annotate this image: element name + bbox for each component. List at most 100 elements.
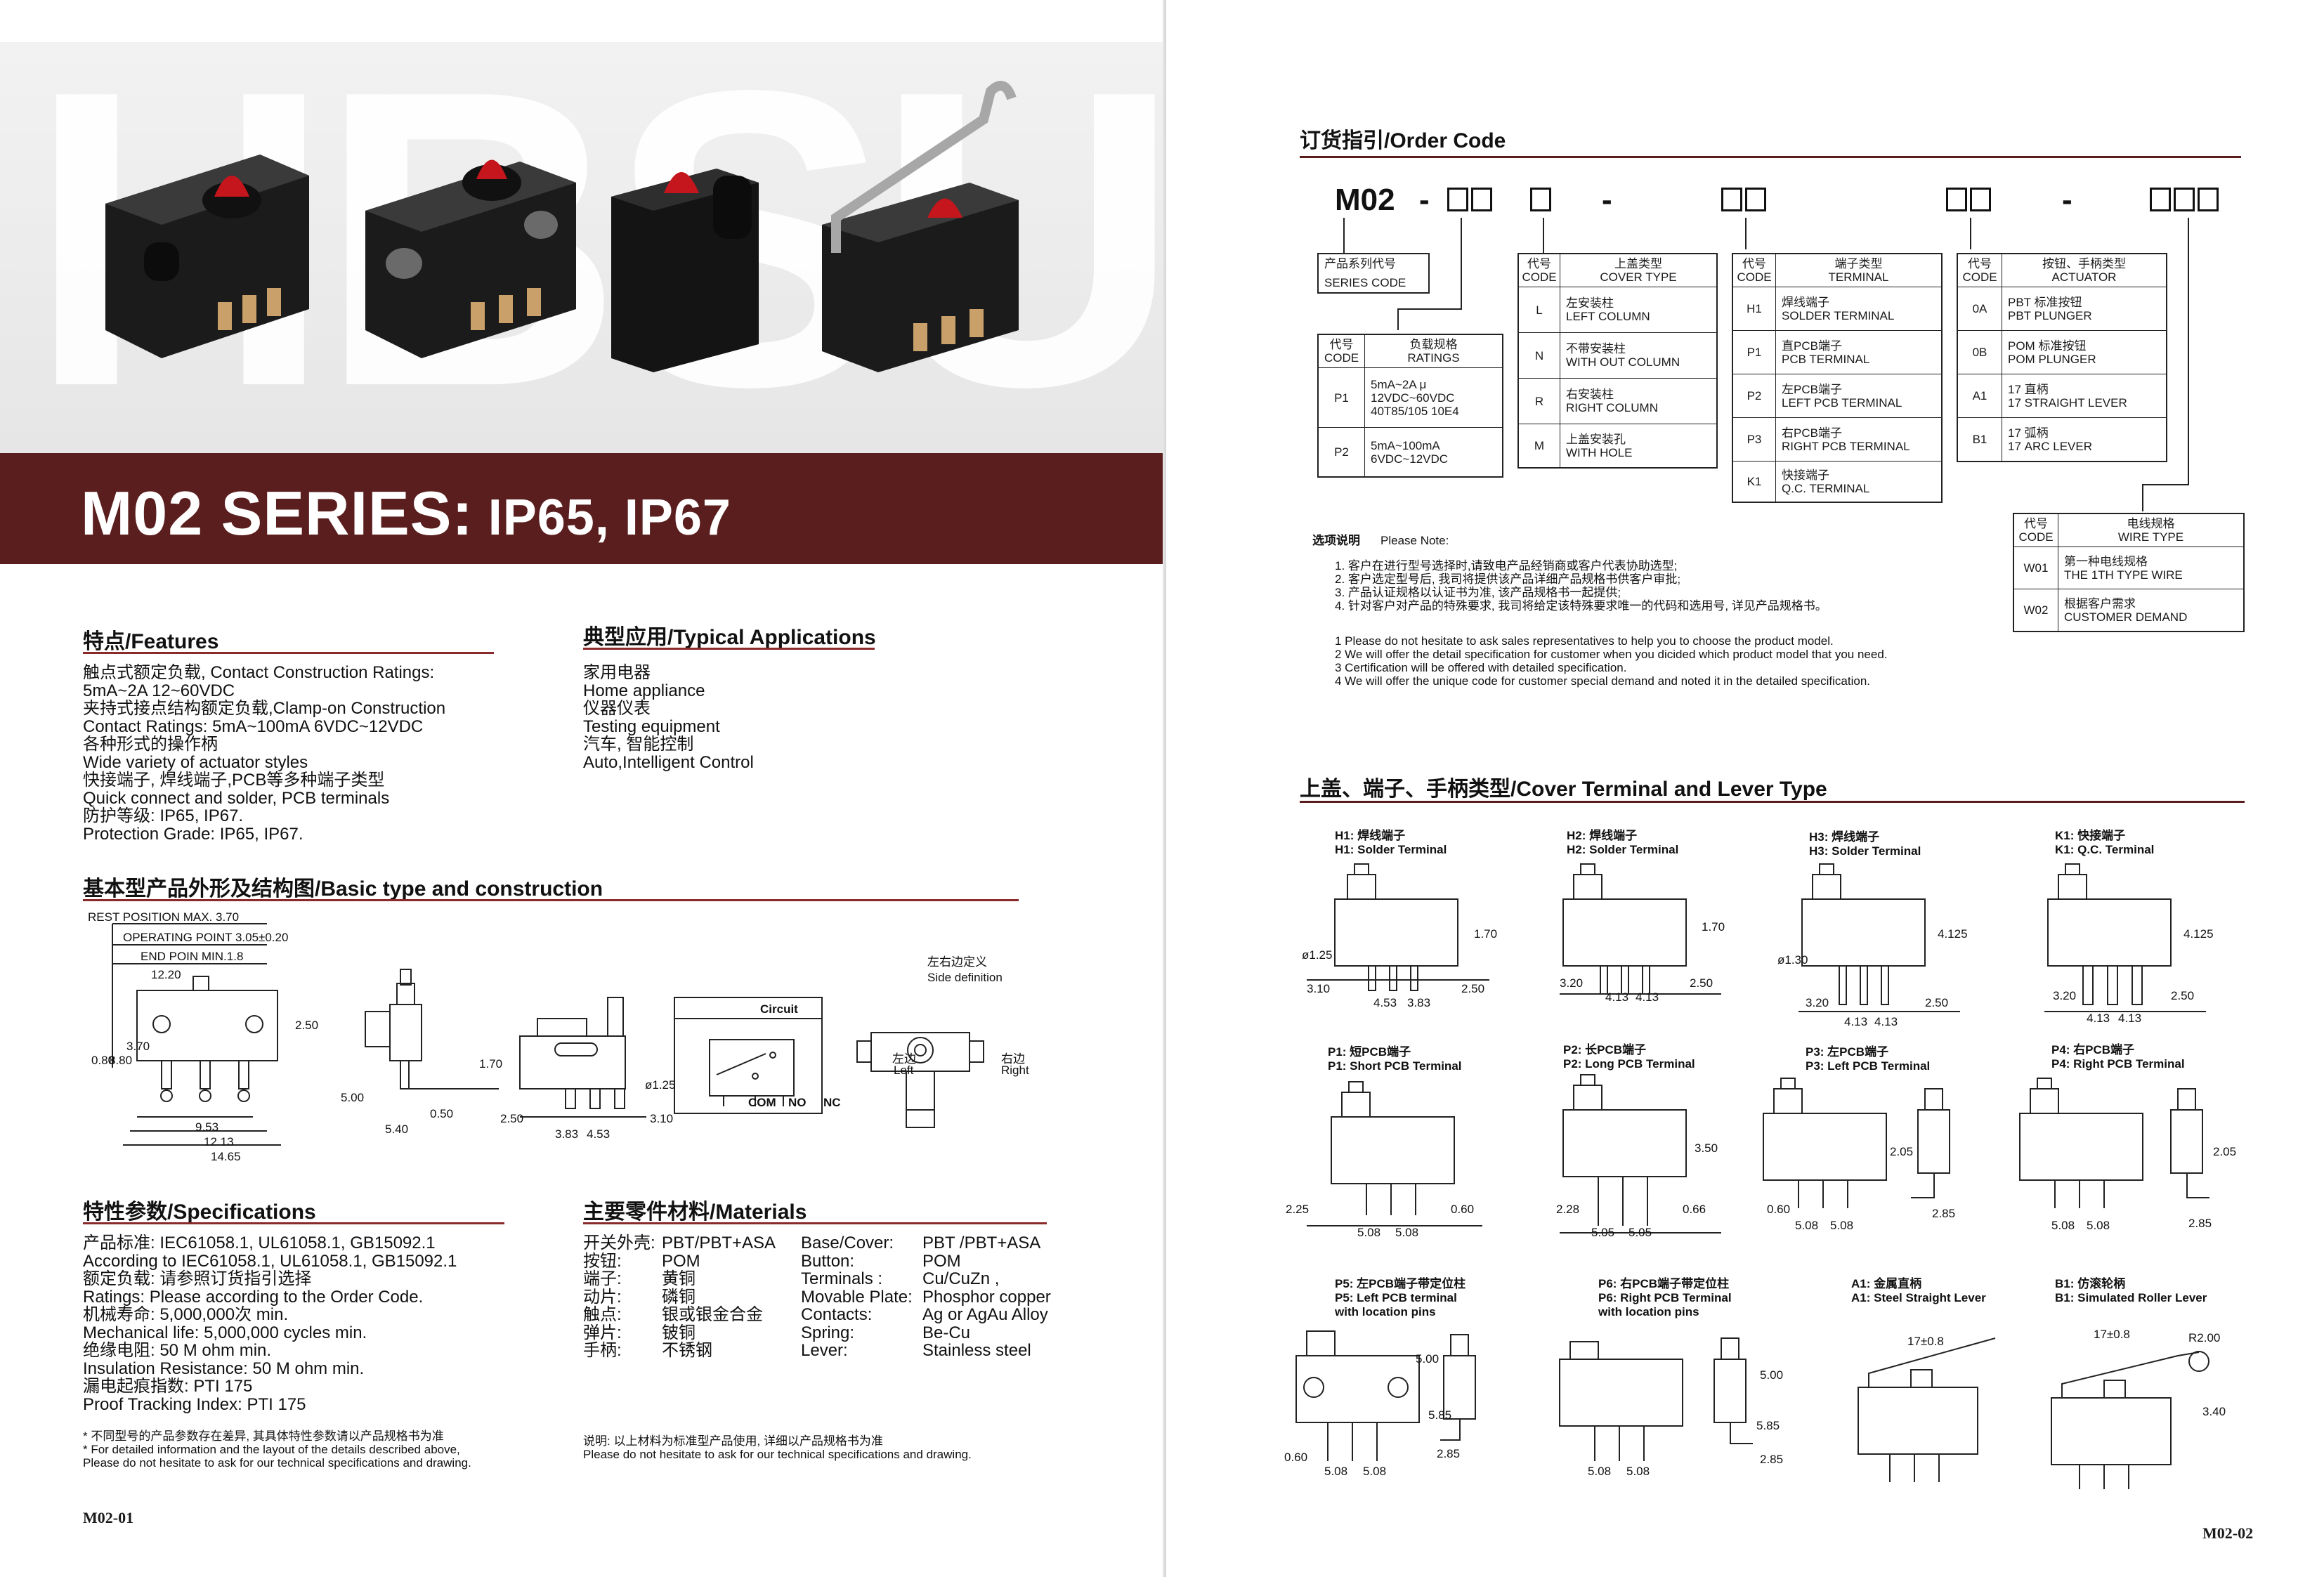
dim-14-65: 14.65 [211,1150,241,1163]
actuator-desc-a1: 17 直柄 17 STRAIGHT LEVER [2002,374,2166,417]
p5-dim-5-85: 5.85 [1428,1408,1452,1422]
right-page: 订货指引/Order Code M02 - - - 产品系列代号 SERIES … [1166,0,2324,1577]
type-p4-en: P4: Right PCB Terminal [2051,1057,2185,1071]
b1-dim-r2: R2.00 [2188,1331,2221,1344]
basic-heading: 基本型产品外形及结构图/Basic type and construction [83,877,603,901]
applications-text: 家用电器 Home appliance 仪器仪表 Testing equipme… [583,663,754,772]
h2-dim-2-50: 2.50 [1690,976,1713,990]
order-rule [1300,156,2241,158]
drawing-p2 [1560,1075,1721,1233]
right-cn: 右边 [1001,1052,1025,1066]
type-h1-en: H1: Solder Terminal [1335,843,1447,856]
cover-code-m: M [1534,439,1545,452]
terminal-desc-k1: 快接端子 Q.C. TERMINAL [1775,462,1941,502]
type-p4-cn: P4: 右PCB端子 [2051,1043,2135,1056]
h3-dim-4-13: 4.13 [1844,1015,1868,1028]
p2-dim-0-66: 0.66 [1683,1203,1706,1216]
p5-dim-5-08: 5.08 [1324,1465,1348,1478]
p2-dim-5-05-b: 5.05 [1628,1226,1652,1239]
side-def-en: Side definition [927,971,1003,984]
h1-dim-2-50: 2.50 [1461,982,1485,995]
h1-dim-1-70: 1.70 [1474,927,1498,941]
left-cn: 左边 [892,1052,916,1066]
h2-dim-3-20: 3.20 [1560,976,1584,990]
dim-5-40: 5.40 [385,1123,409,1136]
drawing-p6 [1560,1338,1753,1461]
order-heading: 订货指引/Order Code [1300,129,1506,152]
drawing-p5 [1296,1331,1475,1461]
cover-terminal-rule [1300,801,2245,803]
code-slot-ratings [1447,188,1495,211]
specs-text: 产品标准: IEC61058.1, UL61058.1, GB15092.1 A… [83,1234,457,1414]
actuator-desc-b1: 17 弧柄 17 ARC LEVER [2002,418,2166,461]
switch-photo-2 [365,159,576,358]
terminal-code-p2: P2 [1747,389,1762,403]
series-code-en: SERIES CODE [1324,276,1406,289]
wire-hdr-code: 代号 CODE [2018,517,2054,544]
type-h3-en: H3: Solder Terminal [1809,844,1921,858]
drawing-h1 [1307,864,1489,990]
type-p2-cn: P2: 长PCB端子 [1563,1043,1647,1056]
dim-3-83: 3.83 [555,1127,579,1141]
ratings-hdr-code: 代号 CODE [1324,338,1359,365]
dim-9-53: 9.53 [195,1120,219,1134]
applications-rule [583,648,875,650]
type-k1-en: K1: Q.C. Terminal [2055,843,2155,856]
actuator-code-0a: 0A [1972,302,1987,315]
page-number-right: M02-02 [2202,1524,2254,1542]
notes-en: 1 Please do not hesitate to ask sales re… [1335,634,1888,688]
wire-desc-w01: 第一种电线规格 THE 1TH TYPE WIRE [2058,547,2243,589]
p4-dim-5-08: 5.08 [2051,1219,2075,1232]
series-code-box: 产品系列代号 SERIES CODE [1317,253,1430,294]
circuit-label: Circuit [760,1002,798,1016]
operating-point-label: OPERATING POINT 3.05±0.20 [123,931,289,944]
end-point-label: END POIN MIN.1.8 [141,950,244,963]
p6-dim-5-08: 5.08 [1588,1465,1612,1478]
wire-code-w02: W02 [2023,603,2049,617]
cover-hdr-name: 上盖类型 COVER TYPE [1560,254,1716,287]
applications-heading: 典型应用/Typical Applications [583,626,876,649]
dim-5-00: 5.00 [341,1091,365,1104]
p3-dim-2-05: 2.05 [1890,1145,1914,1158]
p1-dim-0-60: 0.60 [1451,1203,1475,1216]
left-page: HBSUI [0,42,1166,1526]
terminal-drawings [1166,0,2324,1577]
type-p1-cn: P1: 短PCB端子 [1328,1045,1411,1059]
p4-dim-5-08-b: 5.08 [2087,1219,2110,1232]
dim-12-20: 12.20 [151,968,181,981]
features-text: 触点式额定负载, Contact Construction Ratings: 5… [83,663,446,844]
terminal-hdr-name: 端子类型 TERMINAL [1775,254,1941,287]
product-photos [105,77,1019,372]
order-dash-2: - [1602,183,1612,217]
notes-cn: 1. 客户在进行型号选择时,请致电产品经销商或客户代表协助选型; 2. 客户选定… [1335,559,1827,613]
p2-dim-2-28: 2.28 [1556,1203,1580,1216]
actuator-code-a1: A1 [1972,389,1987,403]
p6-dim-5-00: 5.00 [1760,1368,1784,1382]
p5-dim-0-60: 0.60 [1284,1451,1308,1464]
actuator-code-b1: B1 [1972,433,1987,446]
drawing-h2 [1560,864,1721,994]
dim-2-50: 2.50 [295,1019,319,1032]
side-def-cn: 左右边定义 [927,955,987,969]
materials-cn-labels: 开关外壳: 按钮: 端子: 动片: 触点: 弹片: 手柄: [583,1234,655,1360]
page-number-left: M02-01 [83,1509,134,1526]
p6-dim-5-85: 5.85 [1756,1419,1780,1432]
p2-dim-5-05: 5.05 [1591,1226,1615,1239]
k1-dim-3-20: 3.20 [2053,989,2077,1002]
wire-hdr-name: 电线规格 WIRE TYPE [2058,514,2243,547]
type-p2-en: P2: Long PCB Terminal [1563,1057,1695,1071]
features-heading: 特点/Features [83,630,219,653]
cover-desc-m: 上盖安装孔 WITH HOLE [1560,424,1716,467]
cover-terminal-heading: 上盖、端子、手柄类型/Cover Terminal and Lever Type [1300,778,1827,801]
